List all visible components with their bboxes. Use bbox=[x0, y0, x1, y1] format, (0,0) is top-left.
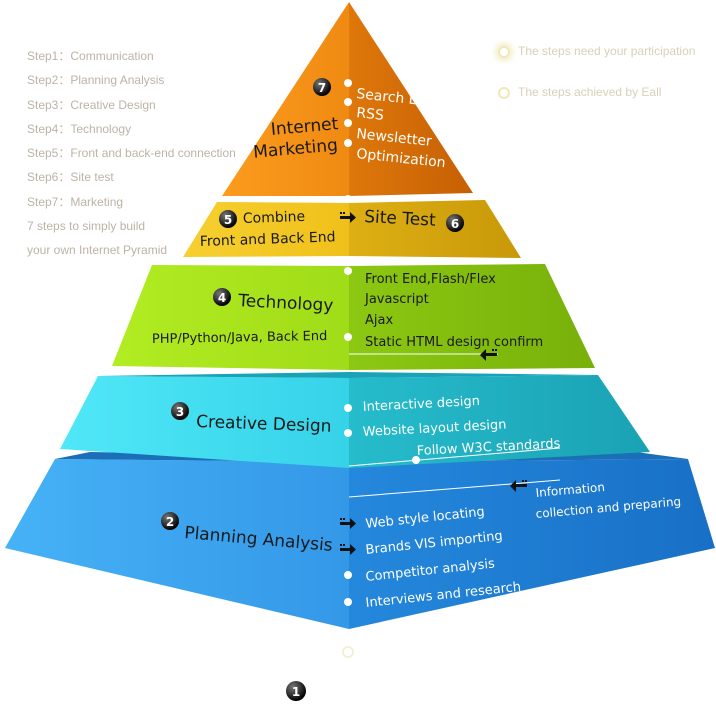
step-6-number: 6 bbox=[451, 217, 459, 231]
marketing-item-2: RSS bbox=[356, 105, 385, 124]
legend-participation-label: The steps need your participation bbox=[518, 44, 696, 58]
planning-arrow-1-icon bbox=[340, 518, 356, 529]
step-7-number: 7 bbox=[318, 81, 326, 95]
step-5-badge-icon bbox=[219, 210, 237, 228]
step-2-badge-icon bbox=[161, 512, 179, 530]
tier-marketing bbox=[222, 2, 473, 196]
creative-dot-1-icon bbox=[344, 404, 352, 412]
creative-title: Creative Design bbox=[196, 412, 332, 437]
marketing-dot-2-icon bbox=[344, 98, 352, 106]
achieved-dot-icon bbox=[498, 86, 510, 99]
planning-arrow-info-icon bbox=[510, 480, 527, 492]
tech-dot-2-icon bbox=[344, 333, 352, 341]
tier-creative bbox=[60, 372, 650, 468]
step-line-1: Step1：Communication bbox=[27, 49, 154, 63]
tier-technology bbox=[112, 264, 595, 370]
legend-achieved: The steps achieved by Eall bbox=[498, 85, 661, 99]
creative-dot-2-icon bbox=[344, 429, 352, 437]
tech-dot-1-icon bbox=[344, 267, 352, 275]
combine-arrow-icon bbox=[340, 212, 356, 223]
communication-dot-icon bbox=[342, 646, 354, 658]
creative-item-1: Interactive design bbox=[362, 394, 480, 415]
tech-item-4: Static HTML design confirm bbox=[365, 335, 543, 350]
steps-caption-2: your own Internet Pyramid bbox=[27, 243, 168, 258]
creative-divider bbox=[348, 447, 561, 467]
step-1-number: 1 bbox=[292, 685, 300, 699]
tech-item-1: Front End,Flash/Flex bbox=[365, 272, 496, 287]
combine-title-1: Combine bbox=[243, 209, 306, 227]
step-2-number: 2 bbox=[166, 515, 174, 529]
combine-dot-icon bbox=[344, 195, 352, 203]
step-6-badge-icon bbox=[446, 214, 464, 232]
legend-participation: The steps need your participation bbox=[498, 44, 695, 58]
marketing-dot-1-icon bbox=[344, 79, 352, 87]
step-line-6: Step6：Site test bbox=[27, 170, 114, 185]
tech-item-3: Ajax bbox=[365, 313, 393, 328]
planning-divider bbox=[348, 479, 561, 498]
legend-achieved-label: The steps achieved by Eall bbox=[518, 85, 662, 99]
marketing-dot-3-icon bbox=[344, 119, 352, 127]
planning-dot-4-icon bbox=[344, 598, 352, 606]
planning-info-1: Information bbox=[535, 480, 605, 500]
step-5-number: 5 bbox=[224, 213, 232, 227]
combine-title-2: Front and Back End bbox=[200, 229, 336, 250]
step-3-badge-icon bbox=[171, 402, 189, 420]
step-line-7: Step7：Marketing bbox=[27, 194, 124, 209]
step-line-3: Step3：Creative Design bbox=[27, 97, 156, 112]
steps-caption-1: 7 steps to simply build bbox=[27, 219, 146, 234]
step-line-5: Step5：Front and back-end connection bbox=[27, 146, 236, 161]
planning-arrow-2-icon bbox=[340, 544, 356, 555]
marketing-dot-4-icon bbox=[344, 139, 352, 147]
steps-list: Step1：Communication Step2：Planning Analy… bbox=[27, 44, 236, 263]
step-3-number: 3 bbox=[176, 405, 184, 419]
sitetest-title: Site Test bbox=[364, 207, 437, 231]
step-4-number: 4 bbox=[218, 291, 226, 305]
step-line-4: Step4：Technology bbox=[27, 121, 132, 136]
step-1-badge-icon bbox=[286, 681, 306, 701]
tech-arrow-left-icon bbox=[480, 349, 497, 361]
planning-dot-3-icon bbox=[344, 571, 352, 579]
tech-item-2: Javascript bbox=[364, 292, 429, 307]
marketing-item-3: Newsletter bbox=[356, 126, 433, 150]
tier-combine bbox=[183, 200, 521, 258]
step-7-badge-icon bbox=[313, 78, 331, 96]
technology-subtitle: PHP/Python/Java, Back End bbox=[152, 329, 328, 347]
step-4-badge-icon bbox=[213, 288, 231, 306]
step-line-2: Step2：Planning Analysis bbox=[27, 73, 165, 88]
tier-planning bbox=[5, 452, 715, 629]
participation-dot-icon bbox=[498, 45, 510, 58]
